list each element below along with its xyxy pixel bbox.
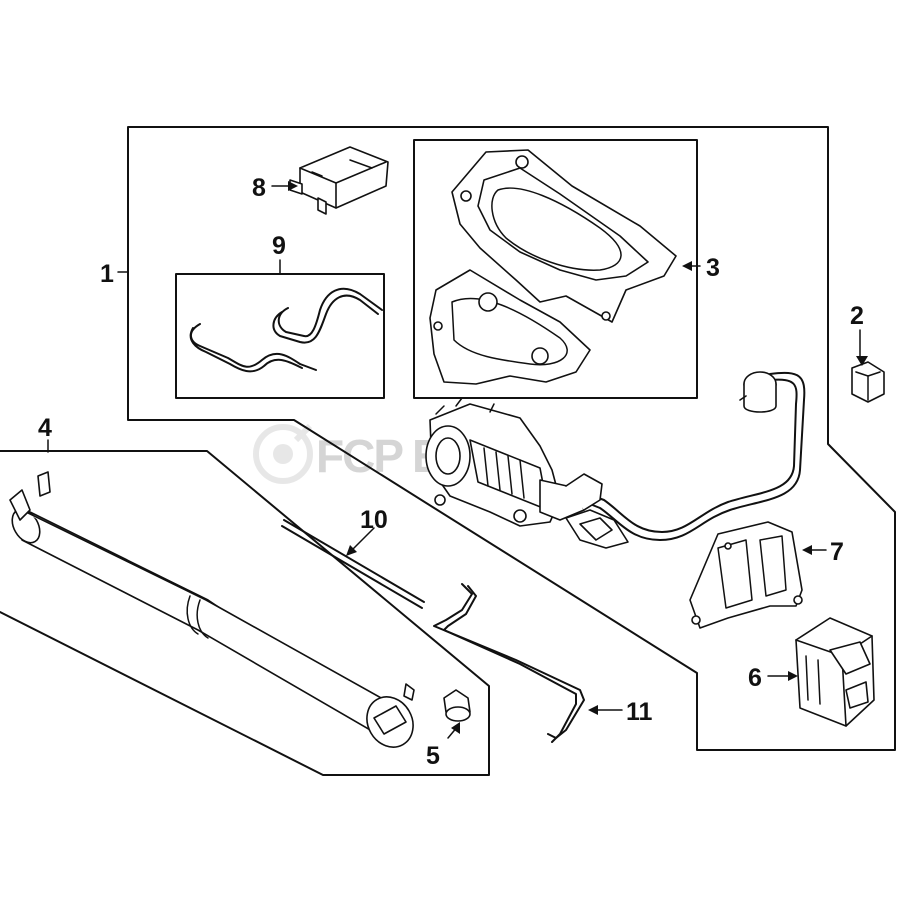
callout-1: 1: [100, 260, 114, 288]
callout-5: 5: [426, 742, 440, 770]
compressor-assembly: [425, 397, 629, 549]
callout-8: 8: [252, 174, 266, 202]
part-4-reservoir: [9, 471, 415, 748]
watermark-logo: [253, 423, 313, 484]
air-line-hose: [559, 371, 806, 541]
part-6-module: [795, 617, 875, 727]
valve-part: [739, 371, 777, 413]
callout-7: 7: [830, 538, 844, 566]
callout-2: 2: [850, 302, 864, 330]
group-1-outline: [127, 126, 896, 751]
leader-arrowheads: [288, 181, 868, 734]
callout-9: 9: [272, 232, 286, 260]
part-7-bracket: [689, 521, 803, 629]
callout-4: 4: [38, 414, 52, 442]
part-11-pipe: [433, 583, 585, 743]
callout-3: 3: [706, 254, 720, 282]
group-3-box: [413, 139, 698, 399]
callout-11: 11: [626, 698, 653, 726]
part-2-clip: [851, 361, 885, 403]
part-3-bracket: [429, 149, 677, 385]
callout-6: 6: [748, 664, 762, 692]
part-5-plug: [443, 689, 471, 722]
part-9-hoses: [189, 287, 383, 373]
callout-10: 10: [360, 506, 388, 534]
part-8-relay: [289, 146, 389, 215]
group-4-outline: [0, 450, 490, 776]
part-10-rod: [281, 519, 425, 609]
